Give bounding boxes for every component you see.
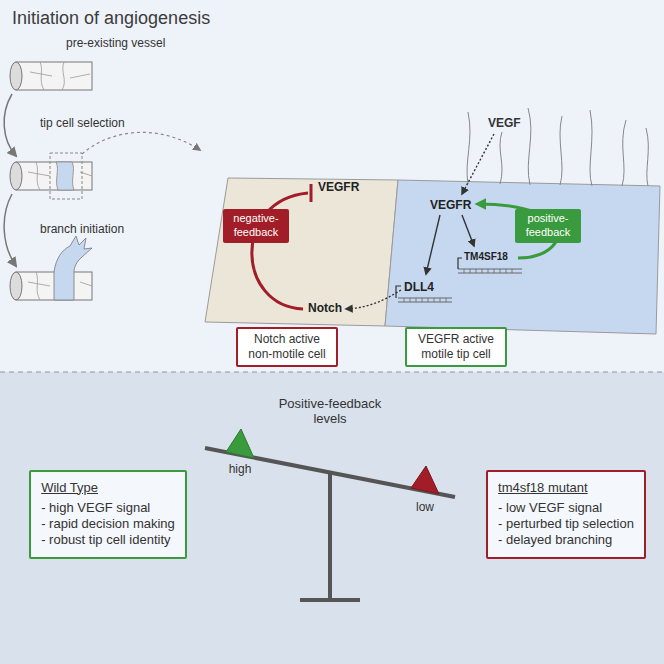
negative-feedback-loop [252,184,311,309]
zoom-leader [82,132,200,154]
negative-feedback-loop [310,184,313,202]
seesaw [300,598,360,602]
vegf-arrow [462,134,494,194]
zoom-leader [82,132,200,154]
vessel-tip-selection [56,162,74,190]
vessel-pre-existing [10,62,22,90]
vegf-arrow [462,134,494,194]
bottom-panel [0,371,664,372]
process-arrow [4,94,16,156]
positive-feedback-loop [478,204,557,258]
bottom-panel [0,372,664,664]
box-heading: tm4sf18 mutant [498,480,634,496]
gene-dna [404,269,512,302]
filopodia [467,108,648,186]
vessel-tip-selection [10,153,92,199]
vessel-pre-existing [10,62,92,90]
signal-arrow [426,215,440,274]
cell-body [385,180,660,334]
seesaw [411,466,439,494]
label: tip cell selection [40,116,125,130]
molecule-name: DLL4 [404,280,434,294]
cell-outline [383,176,664,336]
label: pre-existing vessel [66,36,165,50]
molecule-name: VEGFR [430,198,471,212]
box-text: positive-feedback [519,212,577,240]
cell-shape: VEGFR TM4SF18DLL4 positive-feedback [383,176,664,336]
vessel-tip-selection [10,162,22,190]
signal-arrow [462,215,474,246]
vessel-pre-existing [30,62,90,90]
label-box: Notch active non-motile cell [236,327,338,367]
vessel-branch-initiation [10,272,22,300]
label: low [416,500,434,514]
seesaw [226,429,254,458]
positive-feedback-loop [478,204,557,258]
box-text: VEGFR active motile tip cell [413,332,499,362]
filopodia [467,108,648,186]
box-text: - high VEGF signal [41,500,175,516]
box-heading: Wild Type [41,480,175,496]
vessel-tip-selection [16,162,92,190]
seesaw [205,429,455,600]
gene-dna [396,258,522,302]
label-box: negative-feedback [223,209,289,243]
vessel-branch-initiation [10,236,92,300]
cell-shape: VEGFR Notch negative-feedback [200,176,402,330]
process-arrow [4,194,16,266]
label: high [229,462,252,476]
seesaw [328,472,332,600]
bottom-panel [0,372,664,664]
label-box: VEGFR active motile tip cell [405,327,507,367]
title: Initiation of angiogenesis [12,8,210,29]
label-box: positive-feedback [515,209,581,243]
molecule-name: VEGFR [318,180,359,194]
label: Positive-feedback levels [270,396,390,426]
cell-outline [200,176,402,330]
label: VEGF [486,116,523,130]
box-text: - delayed branching [498,532,634,548]
negative-feedback-loop [252,193,308,309]
vessel-pre-existing [16,62,92,90]
summary-box: Wild Type - high VEGF signal- rapid decis… [29,470,187,559]
box-text: negative-feedback [227,212,285,240]
vessel-branch-initiation [54,236,92,300]
signal-arrow [346,290,401,309]
box-text: - low VEGF signal [498,500,634,516]
molecule-name: Notch [308,301,342,315]
process-arrow [4,94,16,266]
vessel-tip-selection [50,153,82,199]
box-text: - perturbed tip selection [498,516,634,532]
gene-dna [396,258,462,298]
label: branch initiation [40,222,124,236]
box-text: - rapid decision making [41,516,175,532]
box-text: - robust tip cell identity [41,532,175,548]
cell-body [205,178,398,326]
box-text: Notch active non-motile cell [244,332,330,362]
summary-box: tm4sf18 mutant - low VEGF signal- perturb… [486,470,646,559]
gene-dna [398,269,522,302]
molecule-name: TM4SF18 [464,251,508,262]
signal-arrow [346,215,474,309]
